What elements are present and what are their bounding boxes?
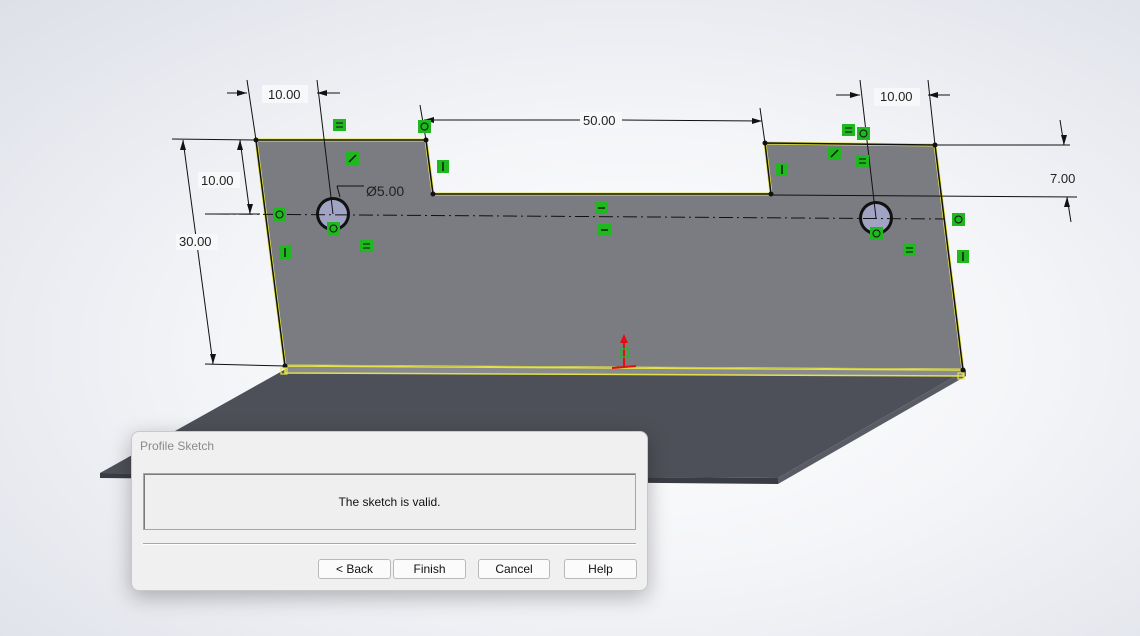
equal-icon xyxy=(856,155,869,167)
dim-slot-depth[interactable]: 7.00 xyxy=(1050,171,1075,186)
relation-icons[interactable] xyxy=(273,119,969,263)
coincident-icon xyxy=(870,227,883,240)
equal-icon xyxy=(842,124,855,136)
parallel-icon xyxy=(346,152,359,165)
coincident-icon xyxy=(418,120,431,133)
message-box: The sketch is valid. xyxy=(143,473,636,530)
dim-top-left-width[interactable]: 10.00 xyxy=(268,87,301,102)
dim-hole-diameter[interactable]: Ø5.00 xyxy=(366,183,404,199)
sketch-profile[interactable] xyxy=(254,138,965,377)
coincident-icon xyxy=(952,213,965,226)
vertical-icon xyxy=(279,246,291,259)
horizontal-icon xyxy=(595,202,608,214)
centerline[interactable] xyxy=(214,213,946,220)
parallel-icon xyxy=(828,147,841,160)
profile-sketch-dialog[interactable]: Profile Sketch The sketch is valid. < Ba… xyxy=(131,431,648,591)
dim-slot-width[interactable]: 50.00 xyxy=(583,113,616,128)
equal-icon xyxy=(333,119,346,131)
dim-top-right-width[interactable]: 10.00 xyxy=(880,89,913,104)
equal-icon xyxy=(903,244,916,256)
cancel-button[interactable]: Cancel xyxy=(478,559,550,579)
vertical-icon xyxy=(437,160,449,173)
edge-markers xyxy=(280,367,965,380)
vertical-icon xyxy=(957,250,969,263)
back-button[interactable]: < Back xyxy=(318,559,391,579)
coincident-icon xyxy=(273,208,286,221)
dim-left-hole-height[interactable]: 10.00 xyxy=(201,173,234,188)
vertical-icon xyxy=(776,163,788,176)
dim-total-height[interactable]: 30.00 xyxy=(179,234,212,249)
horizontal-icon xyxy=(598,224,611,236)
dimension-arrows xyxy=(180,90,1070,364)
validation-message: The sketch is valid. xyxy=(338,494,441,509)
equal-icon xyxy=(360,240,373,252)
finish-button[interactable]: Finish xyxy=(393,559,466,579)
coincident-icon xyxy=(857,127,870,140)
coincident-icon xyxy=(327,222,340,235)
help-button[interactable]: Help xyxy=(564,559,637,579)
dialog-separator xyxy=(143,543,636,545)
origin-icon xyxy=(611,334,637,369)
dialog-title: Profile Sketch xyxy=(140,439,215,453)
